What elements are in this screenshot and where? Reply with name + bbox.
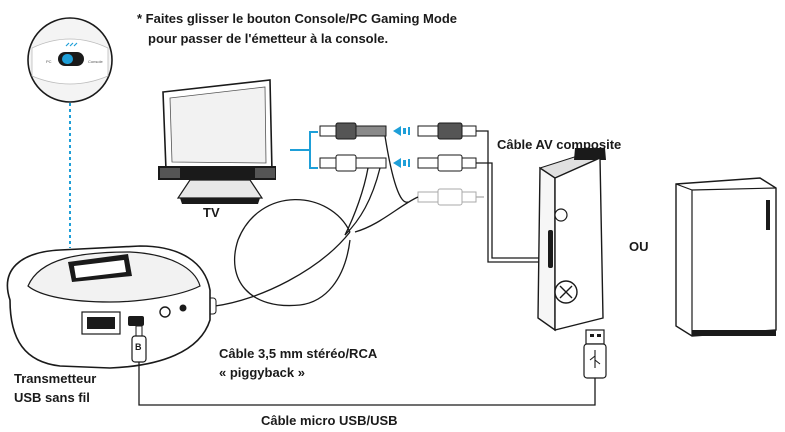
stereo-cable-label-line1: Câble 3,5 mm stéréo/RCA — [219, 346, 378, 361]
connection-arrows — [393, 126, 410, 168]
or-label: OU — [629, 239, 649, 254]
mode-note-line2: pour passer de l'émetteur à la console. — [148, 31, 389, 46]
stereo-cable-label-line2: « piggyback » — [219, 365, 305, 380]
composite-plugs-tv — [319, 122, 387, 172]
composite-cable-wires — [476, 130, 540, 263]
svg-text:PC: PC — [46, 59, 52, 64]
svg-text:B: B — [135, 342, 142, 352]
stereo-rca-cable — [214, 135, 419, 307]
xbox-console-icon — [537, 148, 606, 332]
tv-label: TV — [203, 205, 220, 220]
mode-switch-icon: PC Console — [27, 17, 113, 103]
transmitter-label-line1: Transmetteur — [14, 371, 97, 386]
mode-note-line1: * Faites glisser le bouton Console/PC Ga… — [137, 11, 457, 26]
svg-text:Console: Console — [88, 59, 103, 64]
tv-input-bracket — [290, 131, 318, 169]
transmitter-label-line2: USB sans fil — [14, 390, 90, 405]
usb-plug-icon — [583, 329, 607, 379]
composite-plugs-console — [417, 122, 477, 206]
usb-cable-label: Câble micro USB/USB — [261, 413, 398, 428]
usb-cable — [138, 362, 596, 406]
composite-cable-label: Câble AV composite — [497, 137, 622, 152]
micro-usb-plug: B — [131, 325, 147, 363]
ps3-console-icon — [675, 177, 777, 337]
tv-icon — [158, 79, 276, 204]
usb-transmitter-icon — [6, 245, 211, 369]
